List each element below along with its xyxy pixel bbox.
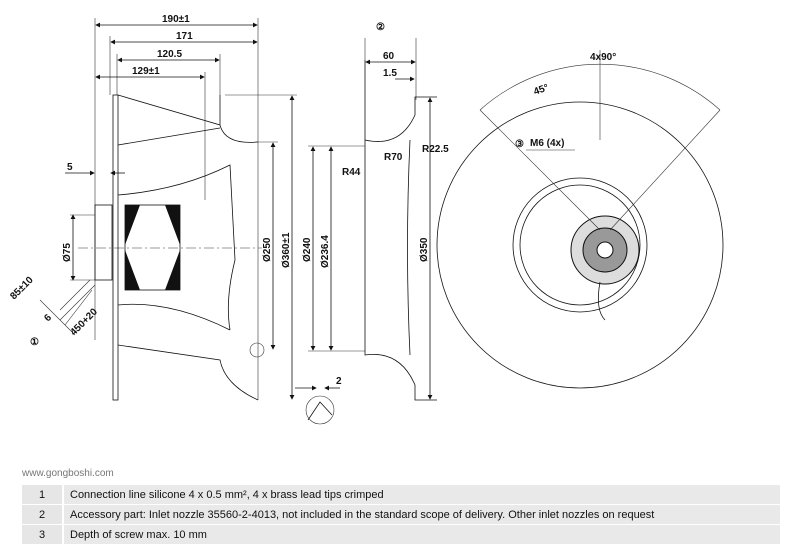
callout-1: ① <box>30 337 39 348</box>
dim-d350: Ø350 <box>419 237 430 262</box>
screw-label: M6 (4x) <box>530 138 564 149</box>
note-text: Accessory part: Inlet nozzle 35560-2-401… <box>62 505 780 524</box>
dim-d236-4: Ø236.4 <box>320 235 331 268</box>
note-row: 2 Accessory part: Inlet nozzle 35560-2-40… <box>22 505 780 524</box>
note-number: 3 <box>38 528 46 541</box>
dim-129: 129±1 <box>132 66 160 77</box>
dim-d360: Ø360±1 <box>281 232 292 268</box>
dim-85: 85±10 <box>8 274 36 302</box>
dim-120-5: 120.5 <box>157 49 182 60</box>
dim-d250: Ø250 <box>262 237 273 262</box>
note-number: 2 <box>38 508 46 521</box>
dim-60: 60 <box>383 51 395 62</box>
dim-2: 2 <box>336 376 342 387</box>
note-number: 1 <box>38 488 46 501</box>
inlet-nozzle-view: ② 60 1.5 R44 R70 R22.5 Ø240 Ø236.4 Ø350 … <box>295 22 449 425</box>
dim-450: 450+20 <box>68 306 100 338</box>
angle-45: 45° <box>532 82 550 98</box>
note-text: Depth of screw max. 10 mm <box>62 525 780 544</box>
notes-table: 1 Connection line silicone 4 x 0.5 mm², 4… <box>22 485 780 545</box>
dim-171: 171 <box>176 31 193 42</box>
note-row: 1 Connection line silicone 4 x 0.5 mm², 4… <box>22 485 780 504</box>
side-view: 190±1 171 120.5 129±1 5 Ø75 85±10 6 450+… <box>8 14 297 401</box>
angle-4x90: 4x90° <box>590 52 616 63</box>
callout-2: ② <box>376 22 385 33</box>
radius-r70: R70 <box>384 152 403 163</box>
front-view: 4x90° 45° ③ M6 (4x) <box>436 50 724 389</box>
dim-5: 5 <box>67 162 73 173</box>
mounting-plate <box>112 94 119 401</box>
dim-d240: Ø240 <box>302 237 313 262</box>
dim-1-5: 1.5 <box>383 68 397 79</box>
radius-r44: R44 <box>342 167 361 178</box>
dim-190: 190±1 <box>162 14 190 25</box>
dim-6: 6 <box>42 312 54 324</box>
callout-3: ③ <box>515 139 524 150</box>
note-text: Connection line silicone 4 x 0.5 mm², 4 … <box>62 485 780 504</box>
watermark-url: www.gongboshi.com <box>22 468 114 479</box>
note-row: 3 Depth of screw max. 10 mm <box>22 525 780 544</box>
technical-drawing: 190±1 171 120.5 129±1 5 Ø75 85±10 6 450+… <box>8 14 724 425</box>
radius-r22-5: R22.5 <box>422 144 449 155</box>
dim-d75: Ø75 <box>62 243 73 262</box>
